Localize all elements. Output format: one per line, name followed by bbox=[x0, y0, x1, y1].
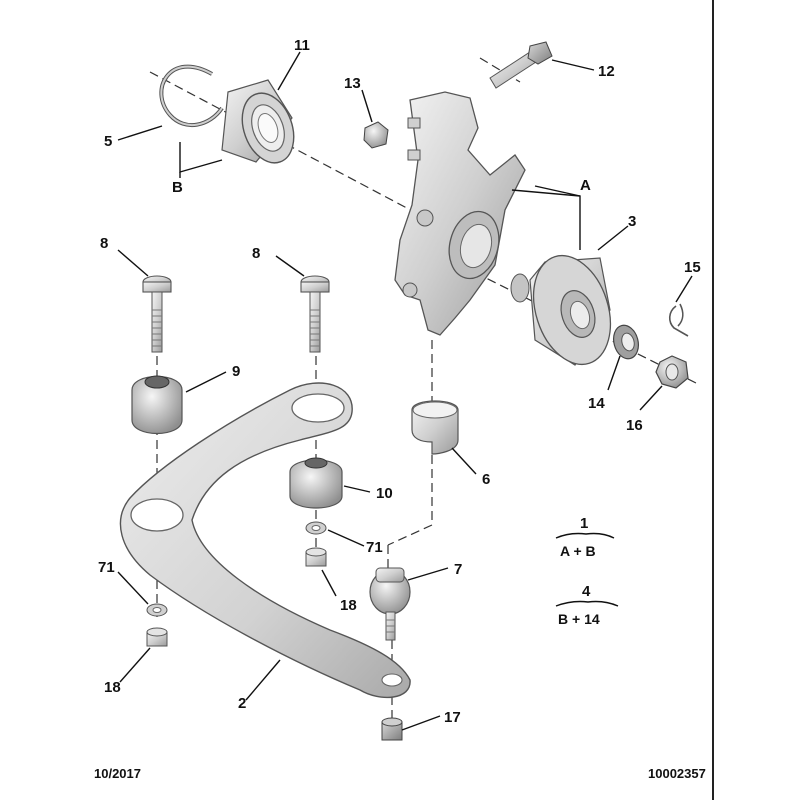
ball-joint-7 bbox=[369, 567, 411, 641]
kit-1-number: 1 bbox=[580, 515, 588, 532]
callout-17: 17 bbox=[444, 709, 461, 726]
callout-18-left: 18 bbox=[104, 679, 121, 696]
callout-71-right: 71 bbox=[366, 539, 383, 556]
bolt-8-left bbox=[142, 275, 172, 353]
circlip-5 bbox=[159, 64, 224, 128]
bush-10 bbox=[289, 457, 343, 509]
washer-71-right bbox=[305, 521, 327, 535]
washer-71-left bbox=[146, 603, 168, 617]
callout-5: 5 bbox=[104, 133, 112, 150]
callout-8-right: 8 bbox=[252, 245, 260, 262]
spacer-14 bbox=[613, 324, 639, 360]
kit-4-formula: B + 14 bbox=[558, 611, 600, 627]
nut-17 bbox=[381, 717, 403, 741]
nut-13 bbox=[363, 121, 389, 149]
callout-18-right: 18 bbox=[340, 597, 357, 614]
steering-knuckle bbox=[394, 91, 526, 336]
callout-13: 13 bbox=[344, 75, 361, 92]
callout-9: 9 bbox=[232, 363, 240, 380]
callout-11: 11 bbox=[294, 37, 310, 54]
nut-18-right bbox=[305, 547, 327, 567]
wheel-bearing-11 bbox=[221, 79, 295, 164]
page-edge-line bbox=[712, 0, 714, 800]
callout-3: 3 bbox=[628, 213, 636, 230]
callout-15: 15 bbox=[684, 259, 701, 276]
bolt-8-right bbox=[300, 275, 330, 353]
callout-8-left: 8 bbox=[100, 235, 108, 252]
footer-date: 10/2017 bbox=[94, 766, 141, 781]
sleeve-6 bbox=[411, 400, 459, 455]
nut-18-left bbox=[146, 627, 168, 647]
kit-4-brace bbox=[555, 600, 619, 607]
kit-1-brace bbox=[555, 532, 615, 539]
callout-labels: 11 12 13 5 B A 3 15 14 16 8 8 9 10 6 7 7… bbox=[98, 37, 701, 726]
callout-2: 2 bbox=[238, 695, 246, 712]
kit-4-number: 4 bbox=[582, 583, 591, 600]
callout-6: 6 bbox=[482, 471, 490, 488]
bolt-12 bbox=[489, 41, 553, 89]
callout-B: B bbox=[172, 179, 183, 196]
callout-12: 12 bbox=[598, 63, 615, 80]
cotter-pin-15 bbox=[668, 303, 689, 337]
bush-9 bbox=[131, 375, 183, 435]
kit-1-formula: A + B bbox=[560, 543, 596, 559]
wheel-hub-3 bbox=[510, 254, 612, 366]
callout-10: 10 bbox=[376, 485, 393, 502]
callout-14: 14 bbox=[588, 395, 605, 412]
footer: 10/2017 10002357 bbox=[94, 766, 706, 781]
callout-7: 7 bbox=[454, 561, 462, 578]
hub-nut-16 bbox=[655, 355, 689, 389]
kit-legend: 1 A + B 4 B + 14 bbox=[555, 515, 619, 627]
callout-71-left: 71 bbox=[98, 559, 115, 576]
lower-arm-2 bbox=[119, 382, 411, 699]
leader-lines bbox=[117, 51, 693, 731]
callout-A: A bbox=[580, 177, 591, 194]
callout-16: 16 bbox=[626, 417, 643, 434]
footer-reference: 10002357 bbox=[648, 766, 706, 781]
